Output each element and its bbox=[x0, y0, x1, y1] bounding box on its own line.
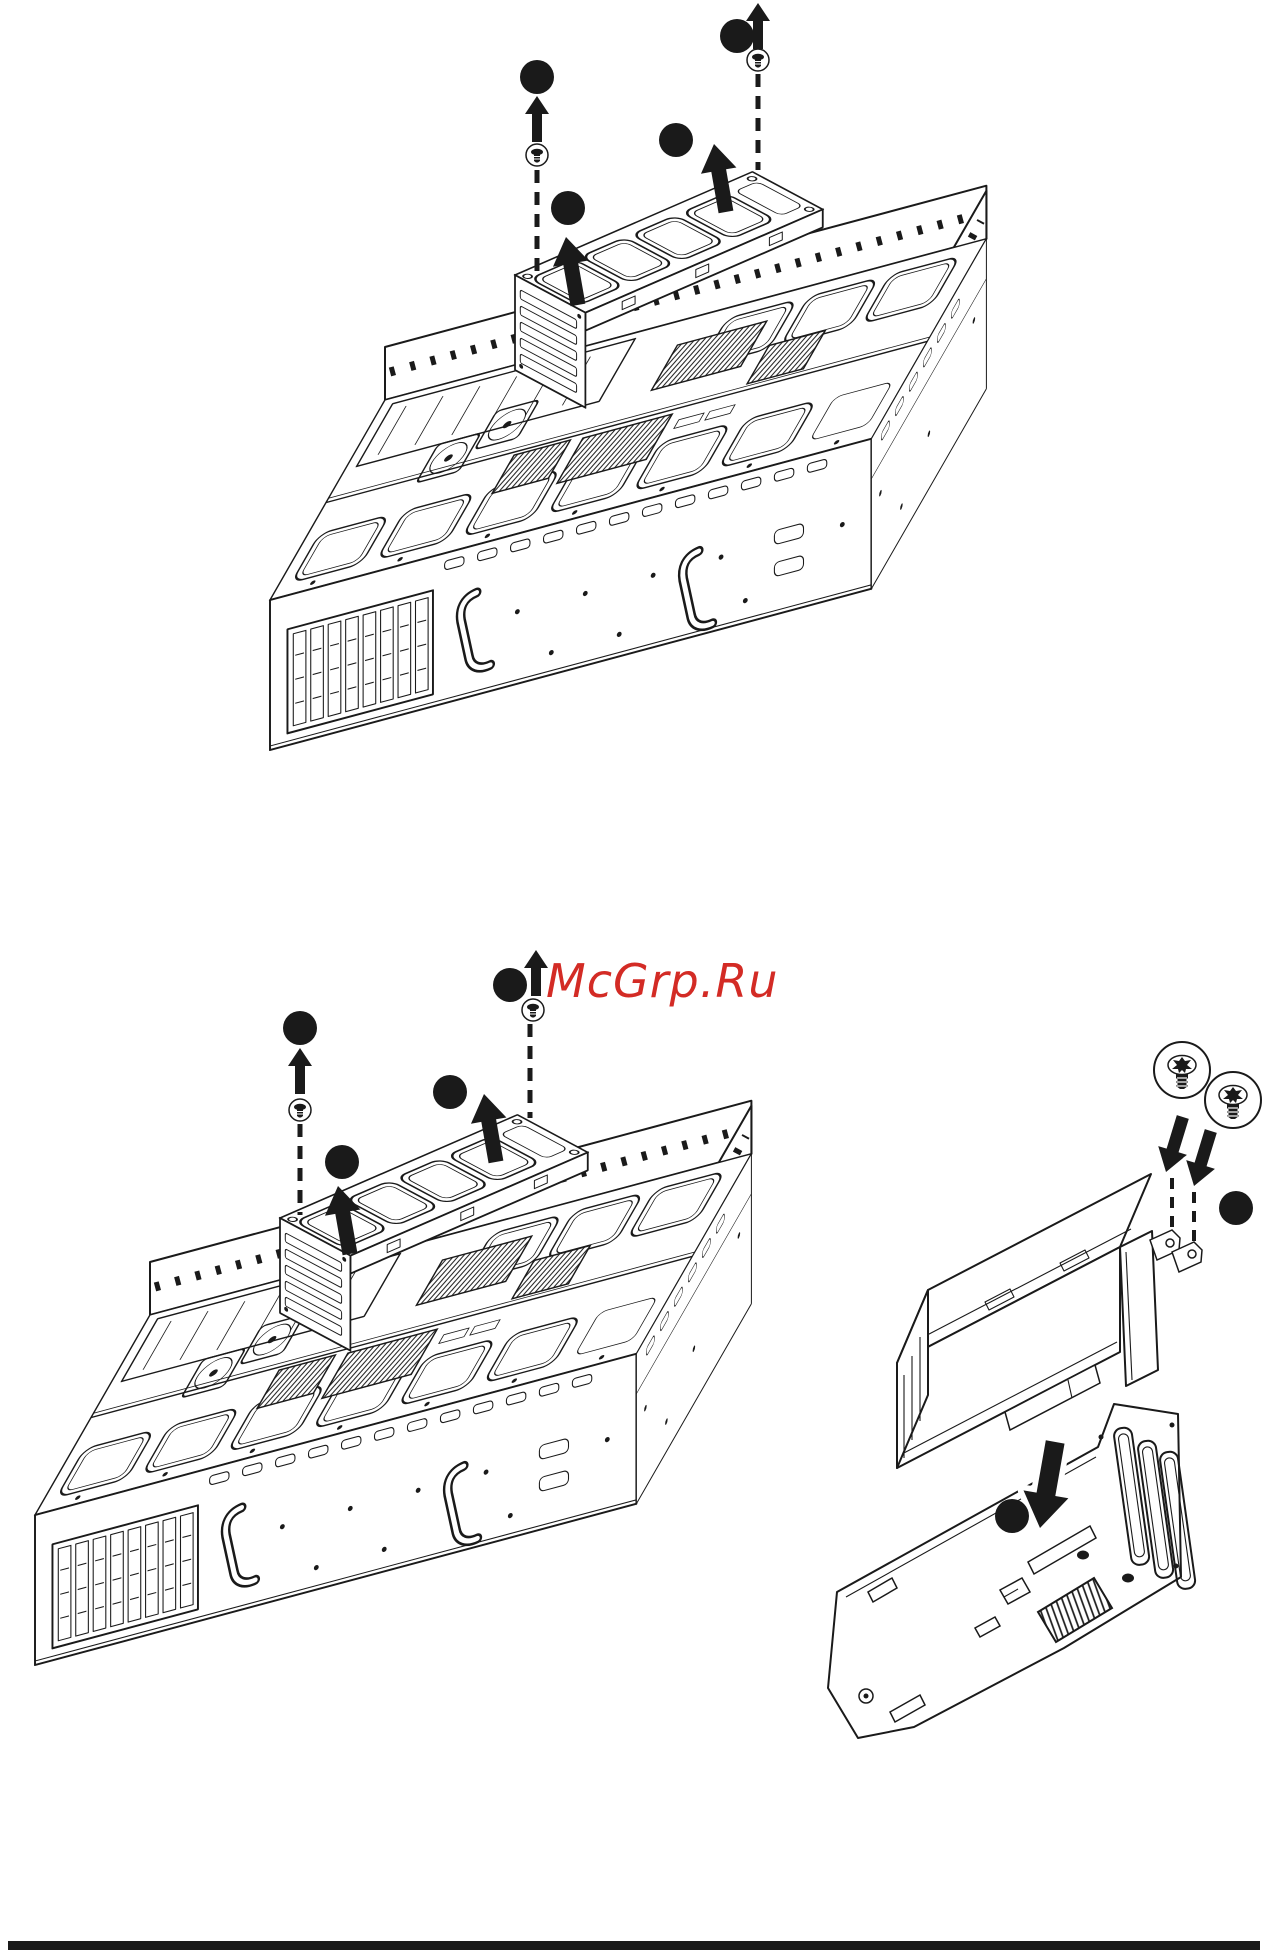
riser-heatsink bbox=[1036, 1576, 1114, 1644]
bracket-ear bbox=[1171, 1241, 1203, 1274]
up-arrow-icon bbox=[525, 96, 549, 142]
step-callout-dot bbox=[433, 1075, 467, 1109]
screw-icon bbox=[521, 998, 545, 1022]
step-callout-dot bbox=[659, 123, 693, 157]
pcie-slot-connector bbox=[1027, 1524, 1097, 1576]
up-arrow-icon bbox=[524, 950, 548, 996]
step-callout-dot bbox=[283, 1011, 317, 1045]
screw-icon bbox=[525, 143, 549, 167]
step-callout-dot bbox=[325, 1145, 359, 1179]
step-callout-dot bbox=[551, 191, 585, 225]
step-callout-dot bbox=[493, 968, 527, 1002]
screw-icon bbox=[746, 48, 770, 72]
card-bracket bbox=[1119, 1230, 1159, 1387]
up-arrow-icon bbox=[288, 1048, 312, 1094]
step-callout-dot bbox=[995, 1499, 1029, 1533]
footer-bar bbox=[8, 1941, 1260, 1950]
figure-gpu-cage-removal-bottom: McGrp.Ru bbox=[35, 950, 778, 1665]
screw-icon bbox=[1204, 1071, 1262, 1129]
step-callout-dot bbox=[1219, 1191, 1253, 1225]
screw-icon bbox=[1153, 1041, 1211, 1099]
step-callout-dot bbox=[520, 60, 554, 94]
watermark-text: McGrp.Ru bbox=[546, 954, 778, 1008]
gpu-card-illustration bbox=[896, 1173, 1203, 1469]
edge-connector bbox=[1004, 1363, 1101, 1432]
step-callout-dot bbox=[720, 19, 754, 53]
figure-gpu-cage-removal-top bbox=[270, 3, 986, 750]
screw-icon bbox=[288, 1098, 312, 1122]
figure-gpu-card-install bbox=[827, 1041, 1262, 1739]
riser-bracket-illustration bbox=[827, 1403, 1198, 1739]
